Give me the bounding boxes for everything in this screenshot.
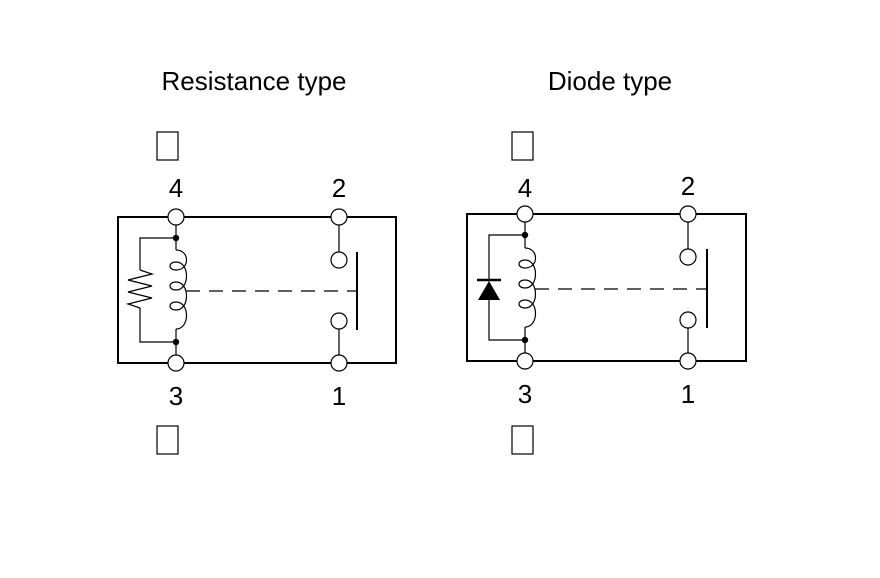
resistance-type-title: Resistance type — [162, 66, 347, 96]
terminal-1 — [330, 354, 348, 372]
resistor-icon — [125, 237, 176, 343]
relay-housing-outline — [466, 213, 747, 362]
terminal-2 — [330, 208, 348, 226]
relay-housing-outline — [117, 216, 397, 364]
coil-icon — [169, 249, 188, 330]
coil-icon — [518, 247, 537, 328]
contact-point — [330, 251, 348, 269]
terminal-1 — [679, 352, 697, 370]
diode-icon — [477, 234, 525, 341]
pin-label-2: 2 — [332, 173, 346, 203]
contact-point — [330, 312, 348, 330]
diode-type-title: Diode type — [548, 66, 672, 96]
diode-type-diagram: Diode type 4 2 3 1 — [466, 66, 747, 455]
terminal-4 — [167, 208, 185, 226]
contact-point — [679, 248, 697, 266]
terminal-3 — [516, 352, 534, 370]
terminal-3 — [167, 354, 185, 372]
resistance-type-diagram: Resistance type 4 2 3 1 — [117, 66, 397, 455]
terminal-2 — [679, 205, 697, 223]
pin-label-2: 2 — [681, 171, 695, 201]
empty-checkbox — [156, 131, 179, 161]
empty-checkbox — [511, 425, 534, 455]
pin-label-3: 3 — [518, 379, 532, 409]
pin-label-3: 3 — [169, 381, 183, 411]
empty-checkbox — [156, 425, 179, 455]
pin-label-1: 1 — [332, 381, 346, 411]
pin-label-4: 4 — [518, 173, 532, 203]
pin-label-4: 4 — [169, 173, 183, 203]
terminal-4 — [516, 205, 534, 223]
pin-label-1: 1 — [681, 379, 695, 409]
contact-point — [679, 311, 697, 329]
empty-checkbox — [511, 131, 534, 161]
